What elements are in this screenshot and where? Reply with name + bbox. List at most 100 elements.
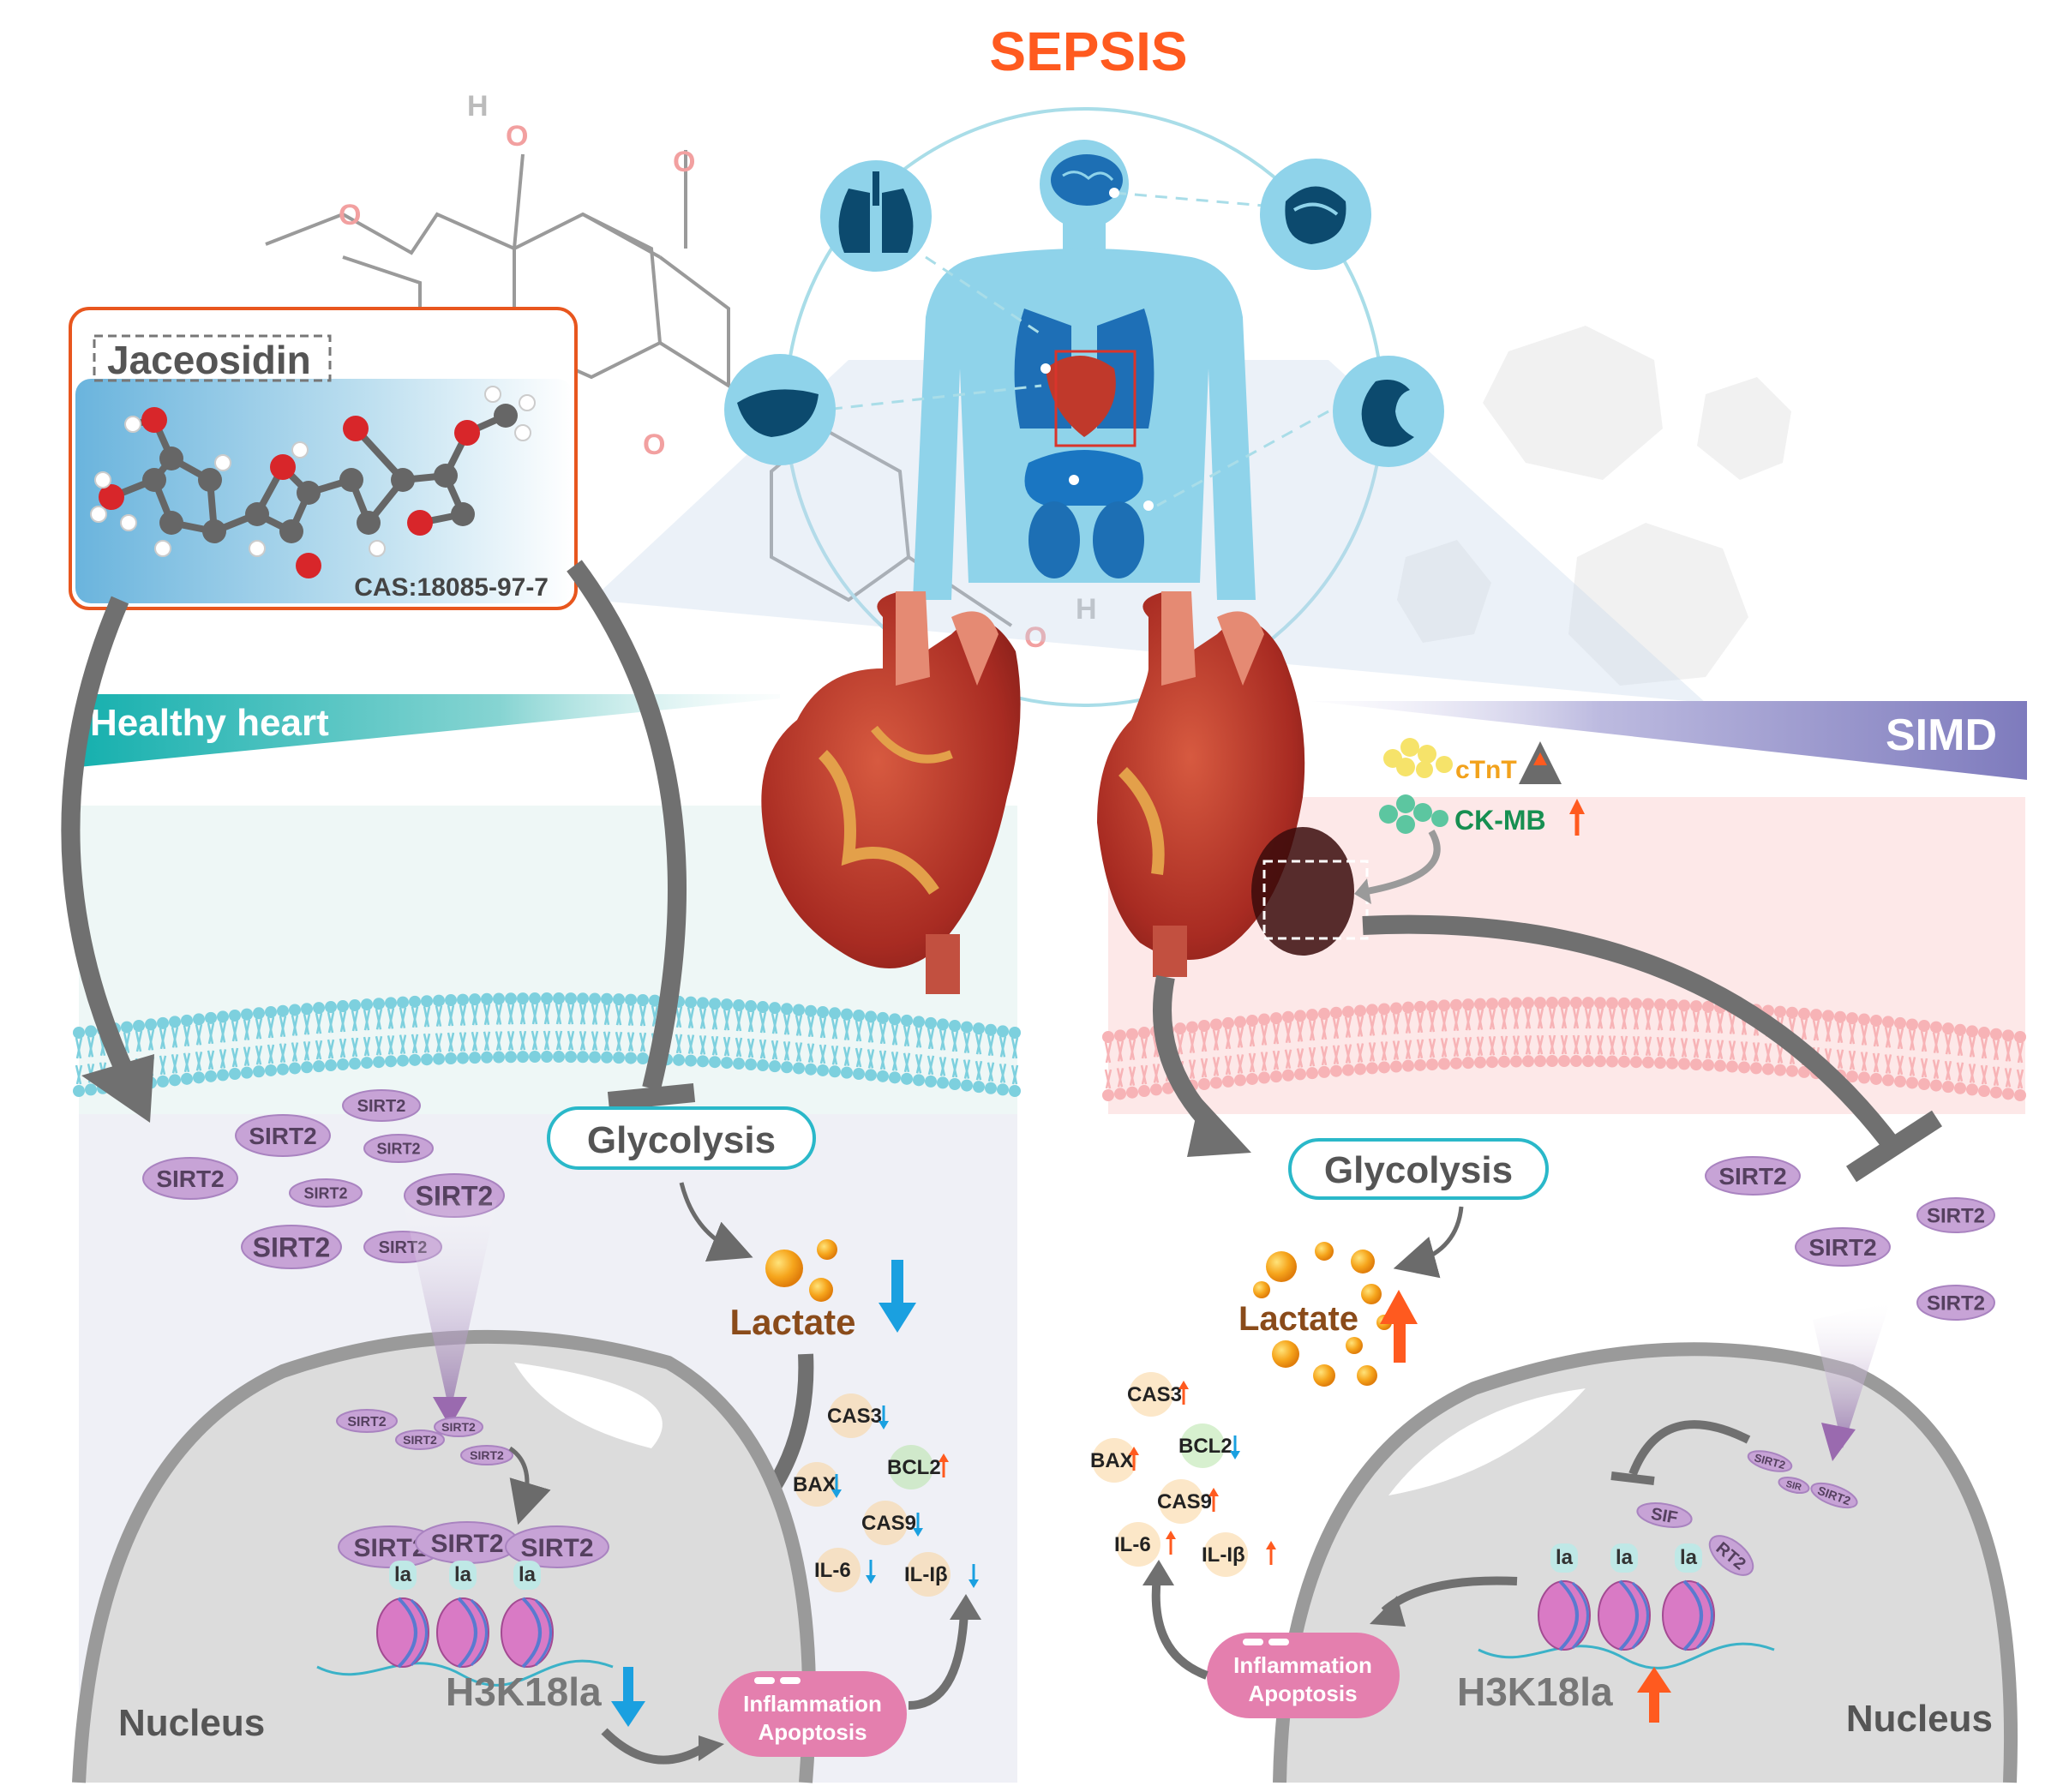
- sirt2-protein: SIRT2: [1705, 1156, 1801, 1196]
- sirt2-protein: SIRT2: [1916, 1285, 1995, 1321]
- dna-strand: [1478, 1642, 1775, 1669]
- sirt2-label: SIRT2: [441, 1420, 476, 1434]
- nucleosome: la: [1662, 1543, 1715, 1651]
- left-glycolysis-box: [547, 1106, 816, 1170]
- svg-text:IL-6: IL-6: [814, 1559, 851, 1582]
- simd-heart: [1097, 591, 1369, 977]
- left-histone-mark: H3K18la: [446, 1669, 602, 1714]
- left-nucleus-label: Nucleus: [118, 1702, 265, 1744]
- healthy-banner-label: Healthy heart: [90, 702, 329, 744]
- svg-text:BCL2: BCL2: [1178, 1435, 1232, 1458]
- sirt2-label: SIRT2: [353, 1534, 426, 1562]
- biomarker-ctnt: cTnT: [1383, 738, 1562, 784]
- nucleosome: la: [1598, 1543, 1651, 1651]
- organ-lungs: [820, 160, 932, 272]
- right-outcome-pill: Inflammation Apoptosis: [1207, 1633, 1400, 1718]
- sirt2-protein: SIRT2: [241, 1225, 342, 1269]
- sirt2-protein: SIRT2: [338, 1525, 442, 1568]
- nucleosome: la: [501, 1561, 554, 1669]
- sirt2-label: SIRT2: [520, 1534, 593, 1562]
- organ-connectors: [809, 191, 1329, 507]
- la-mark: la: [1616, 1546, 1634, 1569]
- sirt2-protein: SIRT2: [415, 1521, 519, 1564]
- left-outcome-pill: Inflammation Apoptosis: [718, 1671, 907, 1757]
- svg-text:Apoptosis: Apoptosis: [758, 1719, 867, 1745]
- right-histones: la la la: [1478, 1543, 1775, 1669]
- sirt2-protein: SIR: [1778, 1476, 1810, 1495]
- right-membrane: [1102, 997, 2026, 1101]
- damage-inhibits-sirt2: [1362, 914, 1902, 1154]
- ball-stick-molecule: [90, 386, 536, 578]
- left-h3k18la-down-arrow: [611, 1667, 645, 1727]
- sirt2-label: SIRT2: [430, 1530, 503, 1558]
- simd-banner-label: SIMD: [1886, 710, 1997, 760]
- svg-text:BCL2: BCL2: [887, 1456, 941, 1479]
- svg-text:BAX: BAX: [793, 1473, 837, 1496]
- biomarker-cas9: CAS9: [861, 1501, 923, 1545]
- right-h3k18la-up-arrow: [1637, 1667, 1671, 1723]
- right-nucleus-label: Nucleus: [1846, 1698, 1993, 1740]
- left-histones: la la la: [316, 1561, 614, 1687]
- biomarker-bcl2: BCL2: [887, 1445, 949, 1489]
- sirt2-protein: SIRT2: [336, 1409, 398, 1433]
- right-spotlight: [1813, 1303, 1890, 1448]
- la-mark: la: [394, 1563, 412, 1586]
- sirt2-protein: SIRT2: [363, 1134, 434, 1163]
- left-glycolysis-label: Glycolysis: [587, 1119, 776, 1161]
- sirt2-protein: SIRT2: [1795, 1227, 1891, 1267]
- nucleosome: la: [1538, 1543, 1591, 1651]
- organ-liver: [724, 354, 836, 465]
- biomarker-arrow: [1366, 829, 1441, 895]
- svg-text:BAX: BAX: [1090, 1449, 1134, 1472]
- chemical-atoms: H O O O O O O H: [315, 90, 1097, 654]
- left-lactate-balls: [765, 1239, 837, 1302]
- svg-text:O: O: [1024, 621, 1046, 654]
- svg-text:IL-6: IL-6: [1114, 1533, 1151, 1556]
- svg-text:O: O: [339, 199, 361, 231]
- sirt2-protein: SIRT2: [289, 1178, 363, 1208]
- title: SEPSIS: [989, 21, 1187, 82]
- organ-stomach: [1260, 159, 1371, 270]
- sirt2-label: SIRT2: [376, 1140, 420, 1157]
- sirt2-protein: SIRT2: [1916, 1197, 1995, 1233]
- biomarker-bax: BAX: [1090, 1438, 1139, 1483]
- biomarker-ili: IL-Iβ: [904, 1552, 979, 1597]
- svg-text:O: O: [673, 146, 695, 178]
- svg-text:IL-Iβ: IL-Iβ: [1202, 1543, 1245, 1567]
- svg-text:Inflammation: Inflammation: [743, 1691, 882, 1717]
- sirt2-label: SIRT2: [253, 1232, 331, 1263]
- sirt2-label: SIRT2: [1927, 1205, 1985, 1228]
- la-mark: la: [1680, 1546, 1698, 1569]
- la-mark: la: [1556, 1546, 1574, 1569]
- nucleosome: la: [436, 1561, 489, 1669]
- biomarker-bax: BAX: [793, 1462, 842, 1507]
- sirt2-protein: SIRT2: [434, 1417, 483, 1437]
- sirt2-label: SIF: [1650, 1505, 1679, 1528]
- right-histone-mark: H3K18la: [1457, 1669, 1613, 1714]
- svg-text:CAS9: CAS9: [861, 1512, 916, 1535]
- compound-name-frame: [93, 334, 332, 382]
- biomarker-cas3: CAS3: [1127, 1372, 1189, 1417]
- organ-kidney: [1333, 356, 1444, 467]
- svg-text:cTnT: cTnT: [1455, 756, 1517, 784]
- sirt2-protein: SIRT2: [235, 1114, 331, 1157]
- sirt2-label: SIRT2: [470, 1448, 504, 1462]
- sirt2-label: SIRT2: [1808, 1234, 1876, 1261]
- simd-banner: [1311, 701, 2027, 780]
- svg-text:Apoptosis: Apoptosis: [1248, 1681, 1357, 1706]
- sirt2-label: SIRT2: [303, 1184, 347, 1202]
- svg-text:O: O: [643, 429, 665, 461]
- sirt2-protein: SIF: [1636, 1502, 1693, 1528]
- jaceosidin-to-sirt2-arrow: [61, 596, 137, 1084]
- svg-text:CAS3: CAS3: [1127, 1383, 1182, 1406]
- sirt2-label: SIRT2: [357, 1097, 406, 1116]
- sirt2-label: SIRT2: [403, 1433, 437, 1447]
- la-mark: la: [519, 1563, 537, 1586]
- la-mark: la: [454, 1563, 472, 1586]
- svg-text:Inflammation: Inflammation: [1233, 1652, 1372, 1678]
- biomarker-il6: IL-6: [814, 1548, 876, 1592]
- right-lactate-label: Lactate: [1238, 1300, 1358, 1338]
